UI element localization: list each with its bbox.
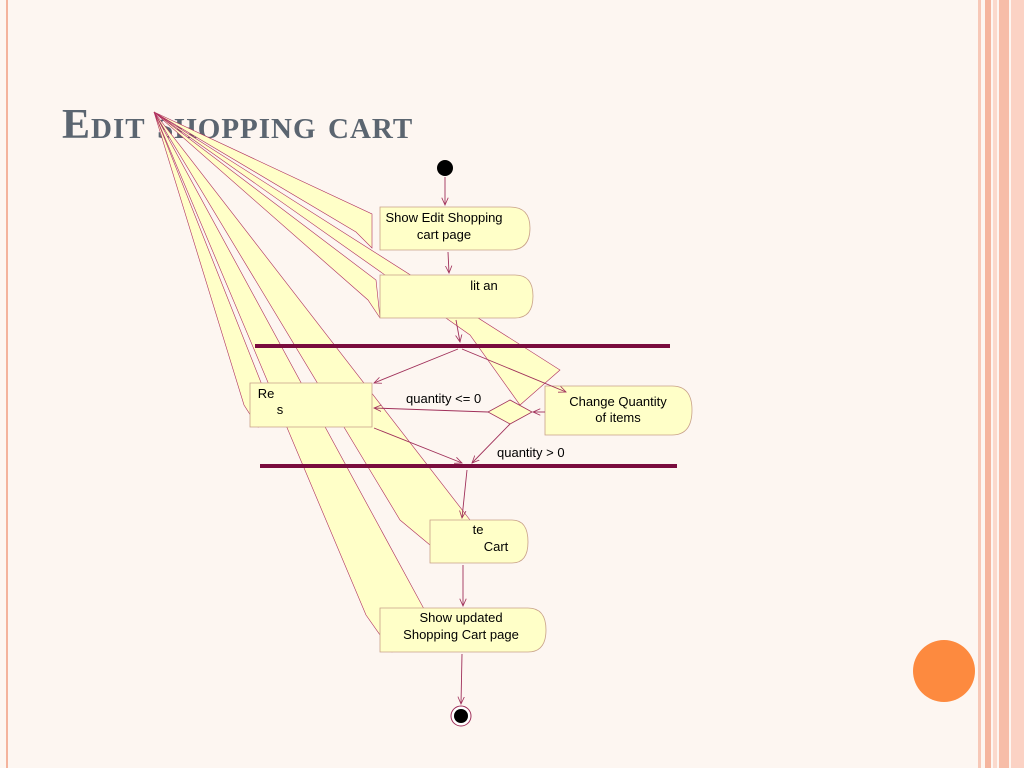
edge <box>448 251 449 273</box>
callout-wedges <box>153 111 561 653</box>
right-border-stripe <box>999 0 1009 768</box>
callout-wedge <box>153 111 373 249</box>
callout-wedge <box>153 111 561 406</box>
join-bar <box>260 464 677 468</box>
activity-change-quantity <box>544 385 693 436</box>
activity-label: of items <box>595 410 641 425</box>
right-border-stripe <box>1011 0 1024 768</box>
edge <box>374 348 459 383</box>
activity-label: Cart <box>484 539 509 554</box>
activity-show-updated-cart <box>379 607 547 653</box>
slide-title: Edit shopping cart <box>62 102 414 148</box>
right-border-stripe <box>985 0 991 768</box>
activity-shapes <box>249 206 693 653</box>
activity-show-edit-cart <box>379 206 531 251</box>
activity-label: Show updated <box>419 610 502 625</box>
left-border-stripe <box>6 0 8 768</box>
activity-update-cart <box>429 519 529 564</box>
decision-diamond <box>487 399 533 425</box>
activity-remove-item <box>249 382 373 428</box>
activity-label: Show Edit Shopping <box>385 210 502 225</box>
activity-label: Re <box>258 386 275 401</box>
activity-label: Shopping Cart page <box>403 627 519 642</box>
guard-label: quantity > 0 <box>497 445 565 460</box>
edge <box>373 427 462 463</box>
activity-label: Change Quantity <box>569 394 667 409</box>
right-border-stripe <box>978 0 981 768</box>
activity-label: te <box>473 522 484 537</box>
edge <box>461 348 566 392</box>
edge <box>462 469 468 518</box>
activity-label: s <box>277 402 284 417</box>
edge <box>374 408 489 413</box>
activity-label: cart page <box>417 227 471 242</box>
decorative-orange-circle <box>913 640 975 702</box>
flow-edges <box>374 177 566 704</box>
right-border-stripe <box>993 0 997 768</box>
edge <box>461 653 462 704</box>
fork-bar <box>255 344 670 348</box>
activity-edit-item <box>379 274 534 319</box>
edge <box>472 423 511 463</box>
initial-node <box>437 160 453 176</box>
guard-label: quantity <= 0 <box>406 391 481 406</box>
activity-label: lit an <box>470 278 497 293</box>
edge <box>456 319 460 342</box>
final-node <box>454 709 468 723</box>
